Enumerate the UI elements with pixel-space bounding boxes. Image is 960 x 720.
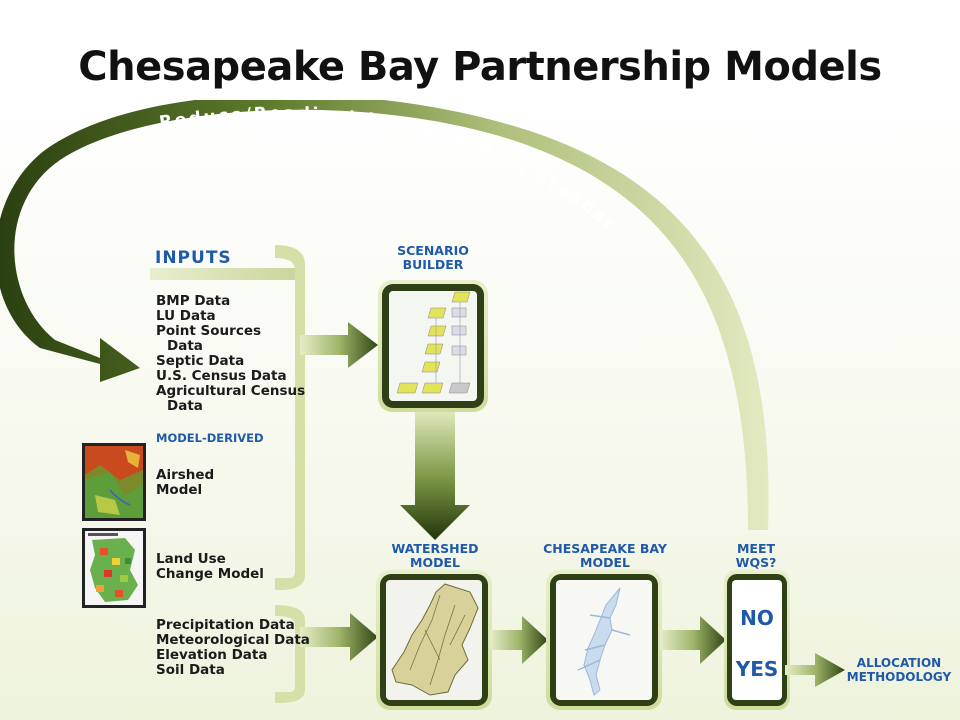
input-item: LU Data [156, 308, 216, 324]
inputs-heading: INPUTS [155, 248, 232, 268]
input-item: Septic Data [156, 353, 245, 369]
bay-model-label-line: CHESAPEAKE BAY [543, 541, 667, 556]
watershed-model-frame [376, 570, 492, 710]
airshed-label: Airshed Model [156, 468, 214, 498]
arrow-scenario-to-watershed [400, 412, 470, 540]
input-item: Data [167, 398, 203, 414]
input-item: Point Sources [156, 323, 262, 339]
lower-input-item: Meteorological Data [156, 632, 310, 648]
diagram-canvas: Reduce/Readjust Loads to Meet Standards [0, 100, 960, 720]
land-use-map-image [82, 528, 146, 608]
bay-model-label-line: MODEL [580, 555, 630, 570]
scenario-builder-label-line: SCENARIO [397, 243, 469, 258]
watershed-model-label-line: WATERSHED [391, 541, 479, 556]
airshed-label-line: Model [156, 482, 203, 498]
watershed-model-label: WATERSHED MODEL [370, 542, 500, 570]
lower-input-item: Soil Data [156, 662, 225, 678]
lower-input-item: Precipitation Data [156, 617, 295, 633]
input-item: Data [167, 338, 203, 354]
decision-no: NO [740, 606, 774, 630]
scenario-builder-label-line: BUILDER [402, 257, 464, 272]
arrow-lower-inputs-to-watershed [300, 613, 378, 661]
watershed-model-label-line: MODEL [410, 555, 460, 570]
meet-wqs-label-line: MEET [736, 541, 776, 556]
lower-inputs-list: Precipitation Data Meteorological Data E… [156, 618, 310, 678]
bay-model-label: CHESAPEAKE BAY MODEL [530, 542, 680, 570]
meet-wqs-label: MEET WQS? [720, 542, 792, 570]
allocation-label: ALLOCATION METHODOLOGY [842, 656, 956, 684]
lower-input-item: Elevation Data [156, 647, 268, 663]
allocation-label-line: METHODOLOGY [846, 670, 952, 684]
airshed-label-line: Airshed [156, 467, 215, 483]
inputs-bracket [150, 245, 305, 590]
scenario-builder-frame [378, 280, 488, 412]
arrow-yes-to-allocation [785, 653, 845, 687]
allocation-label-line: ALLOCATION [856, 656, 942, 670]
land-use-label: Land Use Change Model [156, 552, 264, 582]
feedback-loop-arrow [0, 100, 769, 530]
arrow-watershed-to-bay [490, 616, 548, 664]
input-item: Agricultural Census [156, 383, 306, 399]
input-item: BMP Data [156, 293, 231, 309]
lower-inputs-bracket [275, 605, 305, 703]
meet-wqs-label-line: WQS? [735, 555, 777, 570]
scenario-builder-label: SCENARIO BUILDER [378, 244, 488, 272]
arrow-bay-to-decision [660, 616, 726, 664]
arrow-inputs-to-scenario [300, 322, 378, 368]
page-title: Chesapeake Bay Partnership Models [78, 44, 882, 90]
inputs-list: BMP Data LU Data Point Sources Data Sept… [156, 294, 305, 414]
model-derived-heading: MODEL-DERIVED [156, 431, 264, 445]
airshed-map-image [82, 443, 146, 521]
decision-yes: YES [735, 657, 779, 681]
bay-model-frame [546, 570, 662, 710]
land-use-label-line: Change Model [156, 566, 264, 582]
land-use-label-line: Land Use [156, 551, 226, 567]
input-item: U.S. Census Data [156, 368, 287, 384]
decision-frame [724, 570, 790, 710]
